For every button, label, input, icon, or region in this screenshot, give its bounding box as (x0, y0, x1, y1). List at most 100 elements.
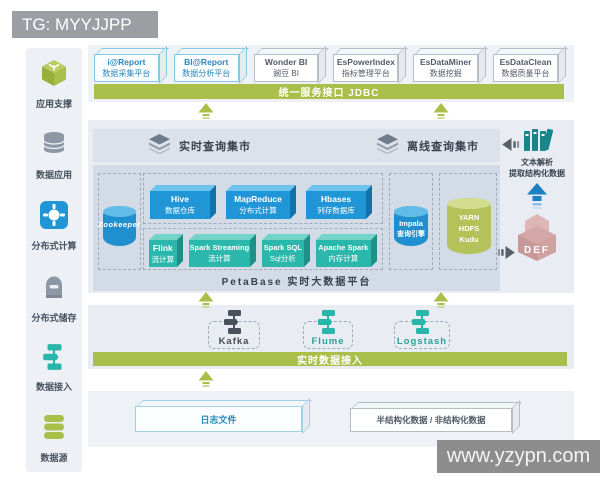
sidebar-item-data-ingest: 数据接入 (26, 343, 82, 393)
sidebar-label: 分布式计算 (31, 241, 77, 252)
def-label: DEF (524, 245, 550, 256)
box-subtitle: 列存数据库 (317, 206, 355, 215)
text-parsing-column: 文本解析 提取结构化数据 DEF (500, 120, 574, 293)
application-layer-panel: i@Report 数据采集平台 BI@Report 数据分析平台 Wonder BI… (88, 45, 574, 102)
query-mart-band: 实时查询集市 离线查询集市 (93, 129, 500, 162)
zookeeper-cylinder-icon (103, 206, 136, 246)
sidebar-label: 数据接入 (35, 381, 72, 392)
up-arrow-icon (433, 103, 449, 125)
offline-query-mart: 离线查询集市 (376, 129, 479, 162)
app-box-esdataminer: EsDataMiner 数据挖掘 (413, 46, 489, 84)
impala-sublabel: 查询引擎 (397, 231, 425, 238)
semi-structured-box: 半结构化数据 / 非结构化数据 (350, 400, 522, 434)
source-layer-panel: 日志文件 半结构化数据 / 非结构化数据 (88, 391, 574, 447)
semi-structured-label: 半结构化数据 / 非结构化数据 (376, 415, 486, 425)
app-box-subtitle: 数据质量平台 (501, 69, 550, 78)
sidebar-item-distributed-compute: 分布式计算 (26, 200, 82, 252)
kudu-label: Kudu (459, 235, 479, 244)
mart-label: 实时查询集市 (179, 140, 251, 153)
box-subtitle: 分布式计算 (239, 206, 277, 215)
header-tag: TG: MYYJJPP (12, 11, 158, 38)
service-interface-bar: 统一服务接口 JDBC (94, 84, 564, 99)
ingest-layer-panel: Kafka Flume Logstash 实时数据接入 (88, 305, 574, 369)
flume-tool: Flume (303, 310, 353, 349)
def-hexagon-icon: DEF (508, 212, 566, 268)
layers-stack-icon (376, 133, 399, 159)
yarn-label: YARN (458, 213, 480, 222)
app-box-title: EsPowerIndex (336, 57, 395, 67)
zookeeper-label: Zookeeper (98, 220, 141, 229)
tool-label: Logstash (396, 336, 448, 347)
box-title: Spark SQL (263, 243, 302, 252)
realtime-ingest-bar: 实时数据接入 (93, 352, 567, 367)
layers-stack-icon (148, 133, 171, 159)
storage-icon (39, 272, 69, 307)
right-arrow-icon (496, 246, 515, 264)
realtime-query-mart: 实时查询集市 (148, 129, 251, 162)
sidebar-item-data-source: 数据源 (26, 412, 82, 464)
app-box-esdataclean: EsDataClean 数据质量平台 (493, 46, 568, 84)
impala-group: Impala 查询引擎 (389, 173, 433, 270)
kafka-tool: Kafka (208, 310, 260, 349)
logstash-icon (409, 309, 435, 340)
sidebar-item-distributed-storage: 分布式储存 (26, 272, 82, 324)
sidebar-label: 数据应用 (35, 170, 72, 181)
box-subtitle: 流计算 (151, 254, 175, 264)
database-icon (39, 129, 69, 164)
yarn-group: YARN HDFS Kudu (439, 173, 497, 270)
box-title: Hive (171, 194, 189, 204)
log-file-box: 日志文件 (135, 398, 312, 434)
sidebar-label: 应用支撑 (35, 99, 72, 109)
app-box-title: EsDataMiner (419, 57, 472, 67)
app-box-title: EsDataClean (499, 57, 552, 67)
box-subtitle: 内存计算 (328, 254, 359, 263)
zookeeper-group: Zookeeper (98, 173, 141, 270)
box-title: Flink (152, 242, 173, 253)
box-subtitle: 流计算 (208, 254, 231, 263)
books-icon (520, 126, 554, 159)
application-box-row: i@Report 数据采集平台 BI@Report 数据分析平台 Wonder BI… (94, 46, 568, 84)
app-box-subtitle: 数据分析平台 (182, 69, 231, 78)
flume-icon (315, 309, 341, 340)
cube-icon (39, 58, 69, 93)
cylinder-stack-icon (39, 412, 69, 447)
impala-cylinder-icon: Impala 查询引擎 (394, 206, 428, 246)
app-box-ireport: i@Report 数据采集平台 (94, 46, 169, 84)
pipeline-icon (40, 343, 68, 376)
app-box-subtitle: 数据挖掘 (429, 69, 462, 78)
box-title: Apache Spark (318, 243, 369, 252)
text-parsing-line1: 文本解析 (521, 158, 553, 167)
left-arrow-icon (502, 138, 521, 156)
up-arrow-icon (198, 103, 214, 125)
tool-label: Flume (311, 336, 345, 347)
sidebar-item-app-support: 应用支撑 (26, 58, 82, 110)
yarn-cylinder-icon: YARN HDFS Kudu (447, 198, 491, 254)
impala-label: Impala (399, 219, 423, 228)
app-box-title: i@Report (107, 57, 146, 67)
kafka-icon (221, 309, 247, 340)
app-box-bireport: BI@Report 数据分析平台 (173, 46, 249, 84)
app-box-title: BI@Report (184, 57, 229, 67)
log-file-label: 日志文件 (200, 414, 237, 425)
up-arrow-icon (433, 292, 449, 314)
app-box-title: Wonder BI (264, 57, 308, 67)
layer-sidebar: 应用支撑 数据应用 分布式计算 分布式储存 数据接入 (26, 48, 82, 472)
text-parsing-line2: 提取结构化数据 (509, 169, 565, 178)
blue-up-arrow-icon (527, 183, 547, 215)
app-box-subtitle: 数据采集平台 (102, 69, 151, 78)
platform-caption: PetaBase 实时大数据平台 (221, 277, 372, 288)
logstash-tool: Logstash (394, 310, 450, 349)
chip-icon (39, 200, 69, 235)
up-arrow-icon (198, 292, 214, 314)
